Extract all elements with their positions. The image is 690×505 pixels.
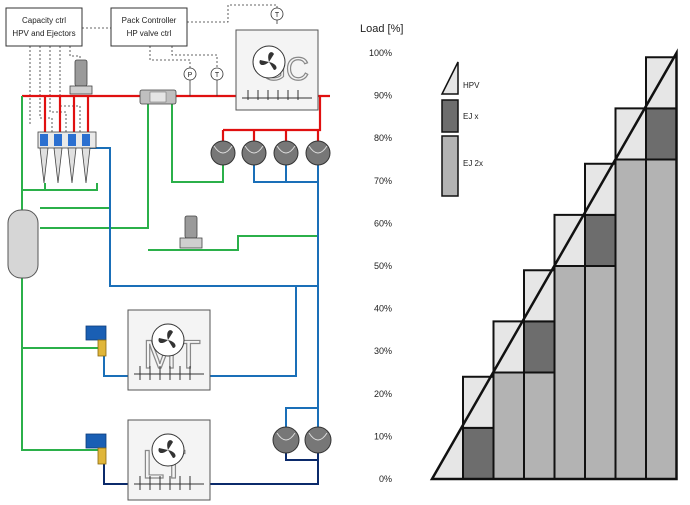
sensor-t-top-label: T xyxy=(275,12,280,19)
y-tick-label: 40% xyxy=(374,304,392,314)
legend-hpv-swatch xyxy=(440,61,459,95)
chart-ylabel: Load [%] xyxy=(360,23,403,35)
bar-segment-ej-2x xyxy=(553,265,586,480)
receiver-tank xyxy=(7,209,39,279)
ejector-block xyxy=(37,131,97,184)
bar-segment-ej-2x xyxy=(584,265,617,480)
legend-ej2x-swatch xyxy=(441,135,459,197)
bar-segment-hpv xyxy=(645,56,678,110)
y-tick-label: 70% xyxy=(374,176,392,186)
intermediate-valve xyxy=(179,215,203,249)
bar-segment-hpv xyxy=(584,162,617,216)
y-tick-label: 90% xyxy=(374,91,392,101)
heat-exchanger xyxy=(139,89,177,105)
liquid-pipes xyxy=(21,96,318,451)
bar-segment-ej-2x xyxy=(492,371,525,480)
pack-controller-box: Pack Controller HP valve ctrl xyxy=(110,7,188,47)
hpv-envelope-triangle xyxy=(429,48,678,481)
legend-ejx-label: EJ x xyxy=(463,112,479,121)
capacity-ctrl-line1: Capacity ctrl xyxy=(22,16,66,25)
y-tick-label: 100% xyxy=(369,48,392,58)
suction-pipes xyxy=(88,147,319,440)
legend-hpv-label: HPV xyxy=(463,81,480,90)
pack-ctrl-line2: HP valve ctrl xyxy=(127,29,172,38)
bar-segment-ej-x xyxy=(584,213,617,268)
bar-segment-ej-2x xyxy=(614,158,647,480)
pressure-sensor: P xyxy=(183,67,197,96)
y-tick-label: 80% xyxy=(374,133,392,143)
y-tick-labels: 0% 10% 20% 30% 40% 50% 60% 70% 80% 90% 100% xyxy=(369,48,392,484)
lt-evaporator-unit: LT xyxy=(127,419,211,501)
y-tick-label: 50% xyxy=(374,261,392,271)
legend-ej2x-label: EJ 2x xyxy=(463,159,483,168)
bar-segment-ej-2x xyxy=(645,158,678,480)
sensor-p-label: P xyxy=(188,72,193,79)
capacity-ctrl-box: Capacity ctrl HPV and Ejectors xyxy=(5,7,83,47)
y-tick-label: 30% xyxy=(374,346,392,356)
legend: HPV EJ x EJ 2x xyxy=(440,61,483,197)
legend-ejx-swatch xyxy=(441,99,459,133)
bar-segment-ej-x xyxy=(523,320,556,374)
bar-segment-ej-2x xyxy=(523,371,556,480)
capacity-ctrl-line2: HPV and Ejectors xyxy=(12,29,75,38)
compressor-group-top xyxy=(210,140,331,166)
temperature-sensor-top: T xyxy=(270,7,284,24)
pack-ctrl-line1: Pack Controller xyxy=(122,16,177,25)
signal-lines xyxy=(29,4,278,132)
y-tick-label: 60% xyxy=(374,218,392,228)
y-tick-label: 0% xyxy=(379,474,392,484)
bar-segment-ej-x xyxy=(462,426,495,481)
y-tick-label: 20% xyxy=(374,389,392,399)
mt-evaporator-unit: MT xyxy=(127,309,211,391)
lt-expansion-valve xyxy=(85,433,107,465)
y-tick-label: 10% xyxy=(374,431,392,441)
load-chart: Load [%] 0% 10% 20% 30% 40% 50% 60% 70% 80% 90% 10… xyxy=(360,23,678,484)
bar-segment-hpv xyxy=(523,269,556,323)
bar-segment-ej-x xyxy=(645,107,678,161)
hp-valve xyxy=(69,59,93,95)
mt-expansion-valve xyxy=(85,325,107,357)
temperature-sensor-mid: T xyxy=(210,67,224,96)
gas-cooler-unit: GC xyxy=(235,29,319,111)
sensor-t-mid-label: T xyxy=(215,72,220,79)
bar-segment-hpv xyxy=(462,375,495,429)
compressor-group-lt xyxy=(272,426,332,454)
